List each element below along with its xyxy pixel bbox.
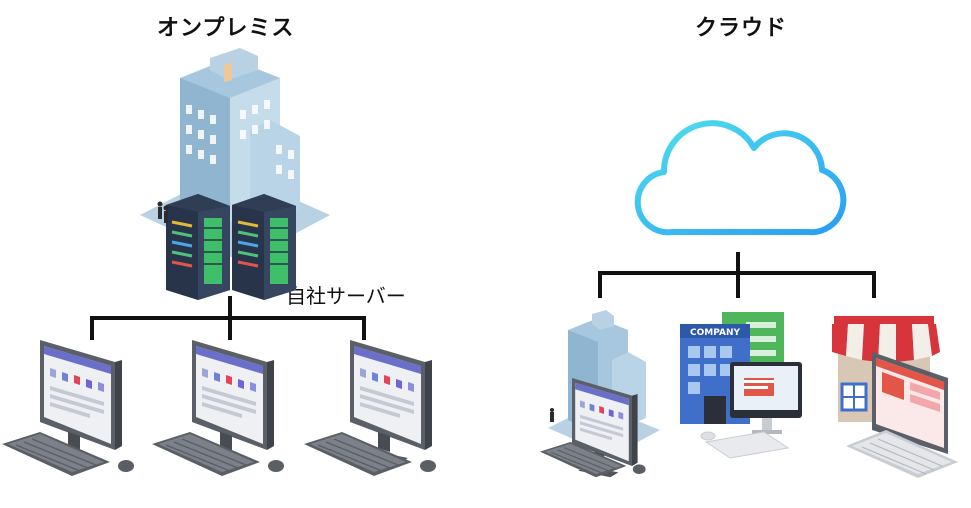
on-premise-network-lines xyxy=(90,296,366,340)
imac-display-illustration xyxy=(700,362,802,459)
company-sign: COMPANY xyxy=(690,328,740,338)
server-label: 自社サーバー xyxy=(286,284,406,308)
on-premise-title: オンプレミス xyxy=(157,16,295,41)
cloud-network-lines xyxy=(598,252,876,298)
cloud-title: クラウド xyxy=(695,16,788,41)
shop-monitor-illustration xyxy=(872,352,948,454)
server-rack-illustration xyxy=(157,194,296,300)
cloud-icon xyxy=(634,120,847,236)
shop-keyboard xyxy=(846,430,958,478)
